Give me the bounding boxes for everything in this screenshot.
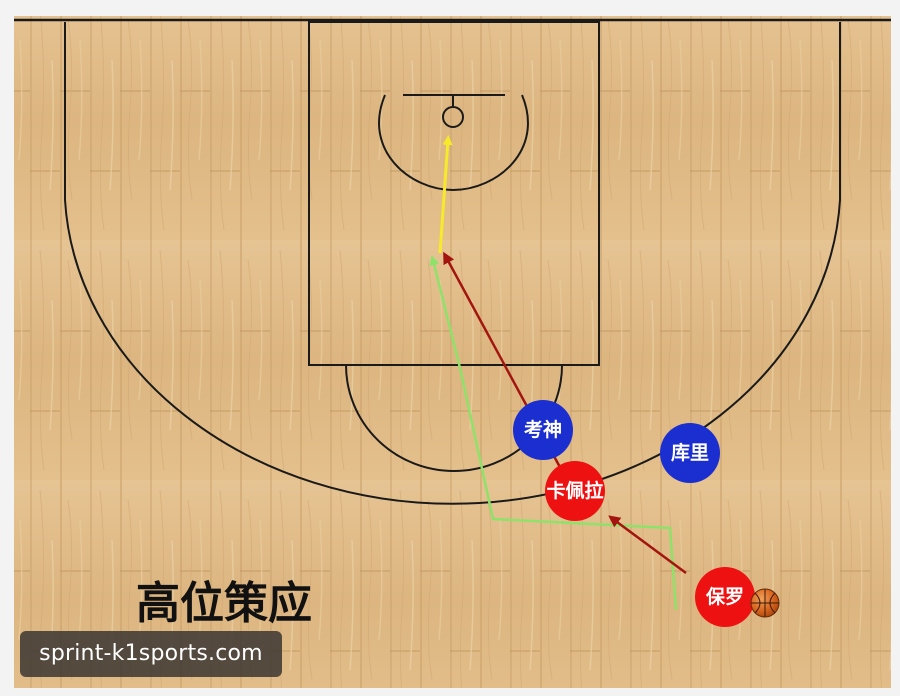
player-name: 考神 xyxy=(524,418,562,441)
player-marker xyxy=(545,461,605,521)
player-kaoshen: 考神 xyxy=(513,400,573,460)
restricted-area-arc xyxy=(378,94,529,192)
diagram-title: 高位策应 xyxy=(136,578,312,629)
green-movement-path xyxy=(429,255,678,611)
three-point-line xyxy=(64,22,841,505)
player-name: 卡佩拉 xyxy=(546,479,603,502)
player-marker xyxy=(660,423,720,483)
player-paul: 保罗 xyxy=(695,567,755,627)
watermark: sprint-k1sports.com xyxy=(20,631,282,677)
player-name: 库里 xyxy=(671,441,709,464)
player-name: 保罗 xyxy=(705,585,744,608)
yellow-pass-path xyxy=(438,135,453,254)
red-path-paul xyxy=(608,515,687,575)
paint-lane xyxy=(308,21,600,366)
player-capela: 卡佩拉 xyxy=(545,461,605,521)
player-marker xyxy=(695,567,755,627)
player-curry: 库里 xyxy=(660,423,720,483)
rim xyxy=(442,106,464,128)
player-marker xyxy=(513,400,573,460)
basketball-icon xyxy=(750,588,780,618)
